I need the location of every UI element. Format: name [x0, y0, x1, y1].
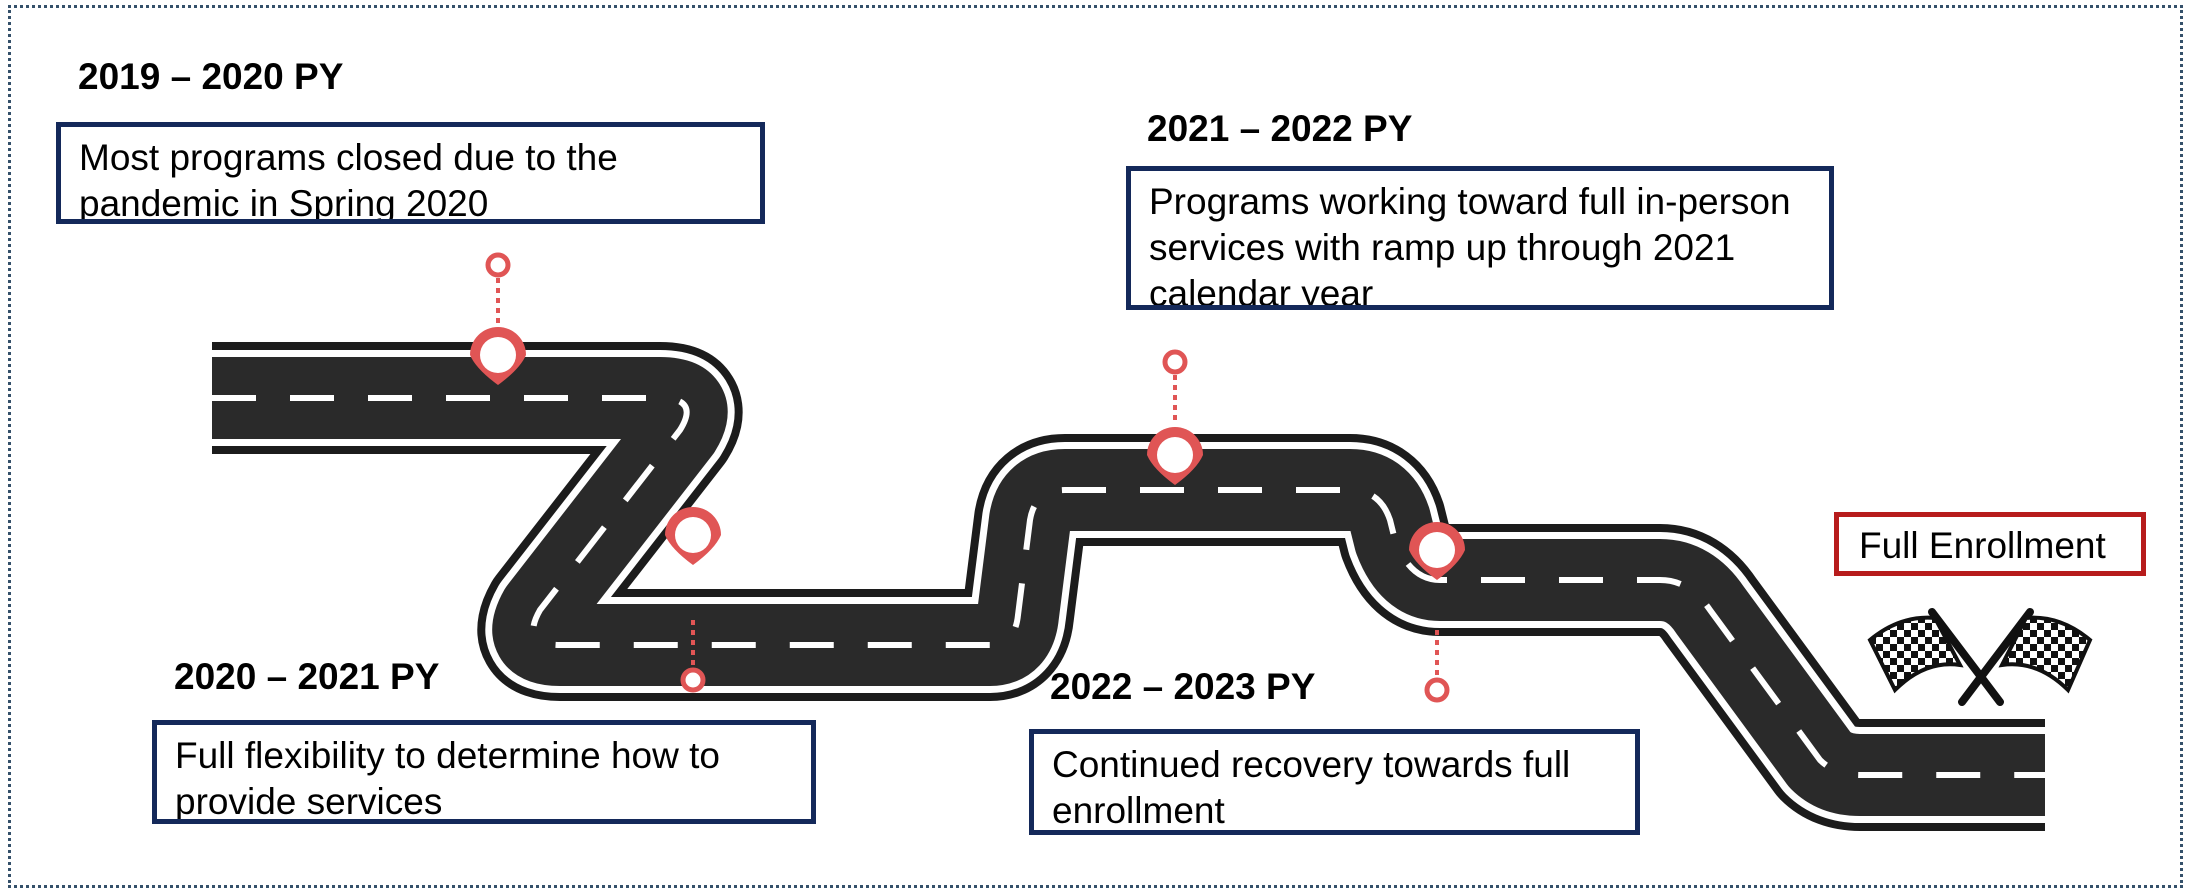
- road-asphalt: [212, 357, 2045, 816]
- milestone-pin-2: [665, 507, 721, 693]
- milestone-4-description: Continued recovery towards full enrollme…: [1029, 729, 1640, 835]
- checkered-flags-icon: [1867, 608, 2093, 706]
- milestone-2-period: 2020 – 2021 PY: [174, 656, 440, 697]
- milestone-pin-3: [1147, 349, 1203, 485]
- road-center-dashes: [212, 395, 2045, 778]
- milestone-4-period: 2022 – 2023 PY: [1050, 666, 1316, 707]
- milestone-pin-1: [470, 252, 526, 385]
- milestone-1-description: Most programs closed due to the pandemic…: [56, 122, 765, 224]
- milestone-3-description: Programs working toward full in-person s…: [1126, 166, 1834, 310]
- diagram-frame: [8, 5, 2183, 888]
- milestone-pin-4: [1409, 522, 1465, 703]
- milestone-1-period: 2019 – 2020 PY: [78, 56, 344, 97]
- milestone-2-description: Full flexibility to determine how to pro…: [152, 720, 816, 824]
- milestone-3-period: 2021 – 2022 PY: [1147, 108, 1413, 149]
- goal-full-enrollment: Full Enrollment: [1834, 512, 2146, 576]
